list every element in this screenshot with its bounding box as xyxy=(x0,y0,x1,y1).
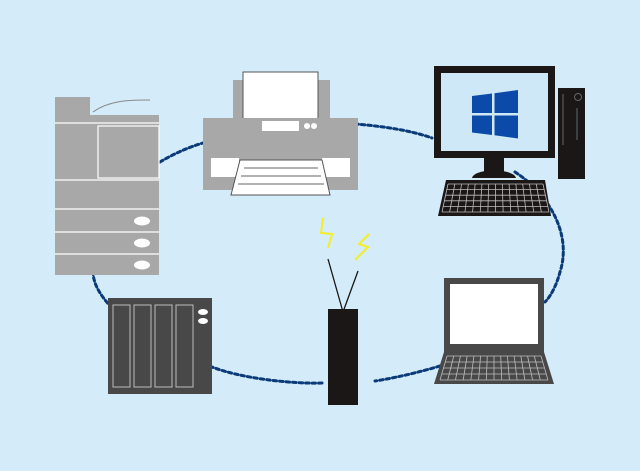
laptop-icon xyxy=(434,278,554,384)
copier-icon xyxy=(55,97,160,275)
signal-bolt-icon xyxy=(354,233,370,261)
nas-icon xyxy=(108,298,212,394)
windows-desktop-icon xyxy=(434,66,585,216)
signal-bolt-icon xyxy=(319,217,334,249)
network-ring xyxy=(91,122,565,385)
printer-icon xyxy=(203,71,358,196)
router-icon xyxy=(319,217,370,405)
